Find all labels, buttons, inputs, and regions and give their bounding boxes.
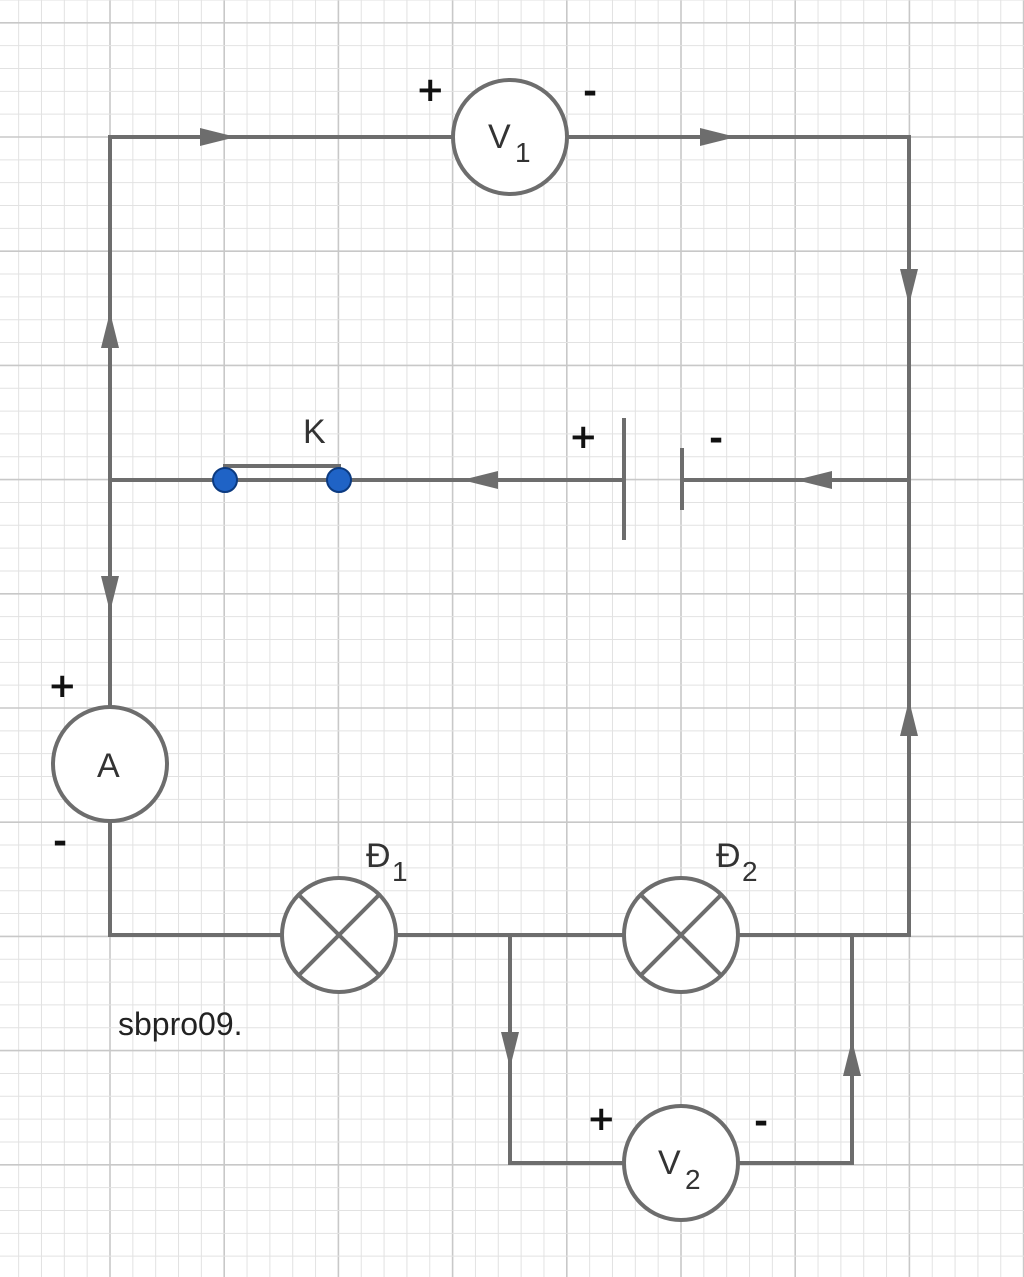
- voltmeter-2-letter: V: [658, 1144, 681, 1182]
- lamp-2: Đ 2: [622, 837, 758, 994]
- voltmeter-1-letter: V: [488, 118, 511, 156]
- wire-voltmeter2-right: [736, 933, 854, 1165]
- wire-voltmeter2-left: [508, 933, 626, 1165]
- voltmeter-1-plus: +: [416, 70, 445, 110]
- arrow-up-icon: [900, 700, 918, 736]
- lamp-2-cross: [638, 892, 724, 978]
- lamp-2-letter: Đ: [716, 837, 741, 875]
- voltmeter-1-minus: -: [583, 72, 597, 112]
- lamp-1-letter: Đ: [366, 837, 391, 875]
- ammeter-circle: [51, 705, 169, 823]
- wire-top-right: [565, 135, 911, 937]
- arrow-left-icon: [796, 471, 832, 489]
- battery-plus: +: [569, 417, 598, 457]
- arrow-left-icon: [462, 471, 498, 489]
- switch-terminal-left: [212, 467, 238, 493]
- ammeter-plus: +: [48, 666, 77, 706]
- battery: + -: [569, 417, 723, 540]
- ammeter: A + -: [48, 666, 169, 862]
- voltmeter-1: V 1 + -: [416, 70, 597, 196]
- wires: [108, 135, 911, 1165]
- voltmeter-1-subscript: 1: [515, 137, 531, 168]
- arrow-right-icon: [200, 128, 236, 146]
- arrow-up-icon: [101, 312, 119, 348]
- arrow-up-icon: [843, 1040, 861, 1076]
- arrow-down-icon: [101, 576, 119, 612]
- switch-terminal-right: [326, 467, 352, 493]
- arrow-down-icon: [900, 269, 918, 305]
- wire-top-left: [108, 135, 455, 937]
- lamp-1: Đ 1: [280, 837, 408, 994]
- voltmeter-2-plus: +: [587, 1099, 616, 1139]
- ammeter-letter: A: [97, 747, 120, 785]
- arrow-right-icon: [700, 128, 736, 146]
- voltmeter-2-circle: [622, 1104, 740, 1222]
- lamp-1-cross: [296, 892, 382, 978]
- voltmeter-2-subscript: 2: [685, 1164, 701, 1195]
- ammeter-minus: -: [53, 822, 67, 862]
- watermark-text: sbpro09.: [118, 1006, 243, 1042]
- lamp-2-subscript: 2: [742, 856, 758, 887]
- current-arrows: [101, 128, 918, 1076]
- voltmeter-1-circle: [451, 78, 569, 196]
- arrow-down-icon: [501, 1032, 519, 1068]
- battery-minus: -: [709, 419, 723, 459]
- switch-k: K: [212, 413, 352, 493]
- voltmeter-2-minus: -: [754, 1102, 768, 1142]
- lamp-1-subscript: 1: [392, 856, 408, 887]
- switch-label: K: [303, 413, 326, 451]
- voltmeter-2: V 2 + -: [587, 1099, 768, 1222]
